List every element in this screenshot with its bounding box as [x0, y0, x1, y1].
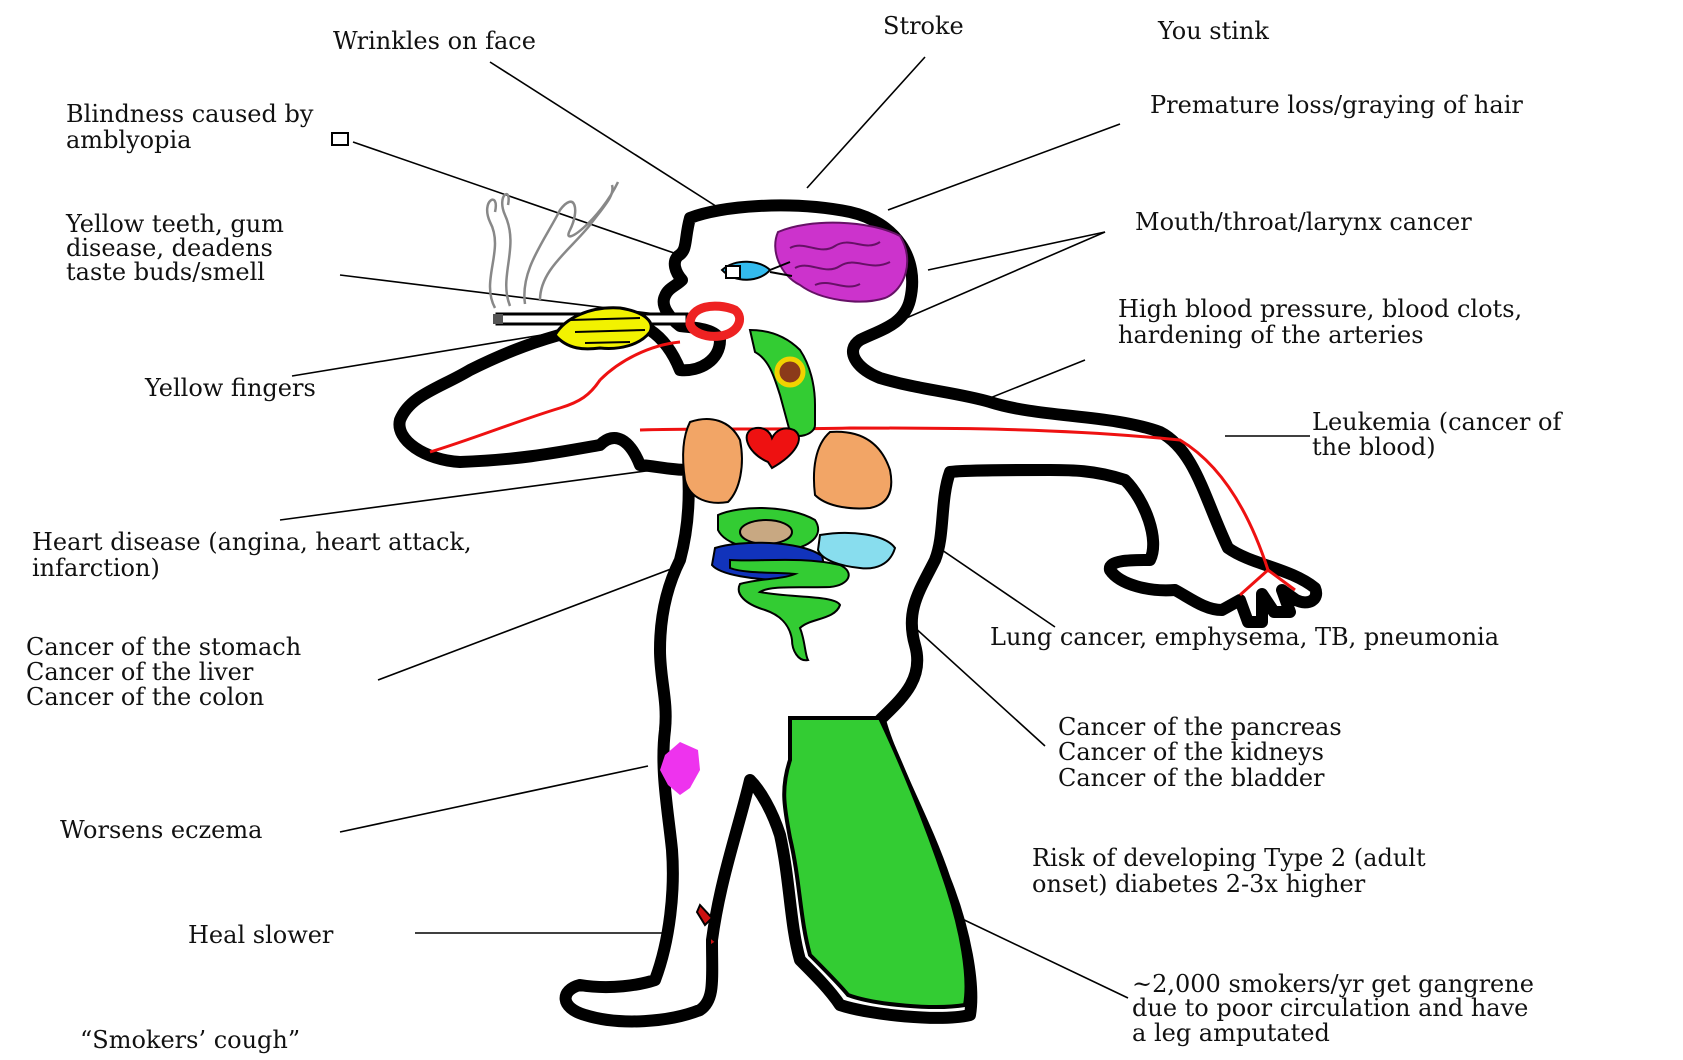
label-leukemia-2: the blood)	[1312, 433, 1436, 461]
label-cough: “Smokers’ cough”	[80, 1026, 300, 1054]
label-stink: You stink	[1157, 17, 1269, 45]
label-diabetes-1: Risk of developing Type 2 (adult	[1032, 844, 1426, 872]
throat-spot	[777, 359, 803, 385]
label-heart-1: Heart disease (angina, heart attack,	[32, 528, 472, 556]
blindness-marker	[332, 133, 348, 145]
label-stroke: Stroke	[883, 12, 964, 40]
label-blindness-2: amblyopia	[66, 126, 191, 154]
label-blood-pressure-2: hardening of the arteries	[1118, 321, 1424, 349]
leader-gi	[378, 558, 700, 680]
label-hair: Premature loss/graying of hair	[1150, 91, 1523, 119]
label-lung: Lung cancer, emphysema, TB, pneumonia	[990, 623, 1499, 651]
label-diabetes-2: onset) diabetes 2-3x higher	[1032, 870, 1366, 898]
stomach-inner	[740, 520, 792, 544]
label-gi-3: Cancer of the colon	[26, 683, 264, 711]
leader-eczema	[340, 766, 648, 832]
leader-hair	[888, 124, 1120, 210]
label-gangrene-2: due to poor circulation and have	[1132, 994, 1528, 1022]
smoke-wisps	[487, 182, 618, 308]
label-organs-1: Cancer of the pancreas	[1058, 713, 1342, 741]
label-heal: Heal slower	[188, 921, 334, 949]
label-teeth-3: taste buds/smell	[66, 258, 265, 286]
label-fingers: Yellow fingers	[144, 374, 316, 402]
label-leukemia-1: Leukemia (cancer of	[1312, 408, 1563, 436]
leader-blindness	[353, 142, 700, 262]
leader-wrinkles	[490, 62, 722, 210]
label-gi-2: Cancer of the liver	[26, 658, 254, 686]
label-gi-1: Cancer of the stomach	[26, 633, 301, 661]
label-mouth-cancer: Mouth/throat/larynx cancer	[1135, 208, 1472, 236]
label-heart-2: infarction)	[32, 554, 160, 582]
label-eczema: Worsens eczema	[60, 816, 262, 844]
label-gangrene-3: a leg amputated	[1132, 1019, 1330, 1047]
label-wrinkles: Wrinkles on face	[333, 27, 536, 55]
label-organs-3: Cancer of the bladder	[1058, 764, 1325, 792]
leader-stroke	[807, 57, 925, 188]
label-organs-2: Cancer of the kidneys	[1058, 738, 1324, 766]
left-lung	[683, 419, 742, 503]
label-blindness-1: Blindness caused by	[66, 100, 314, 128]
leader-mouth-1	[928, 232, 1105, 270]
label-blood-pressure-1: High blood pressure, blood clots,	[1118, 295, 1522, 323]
